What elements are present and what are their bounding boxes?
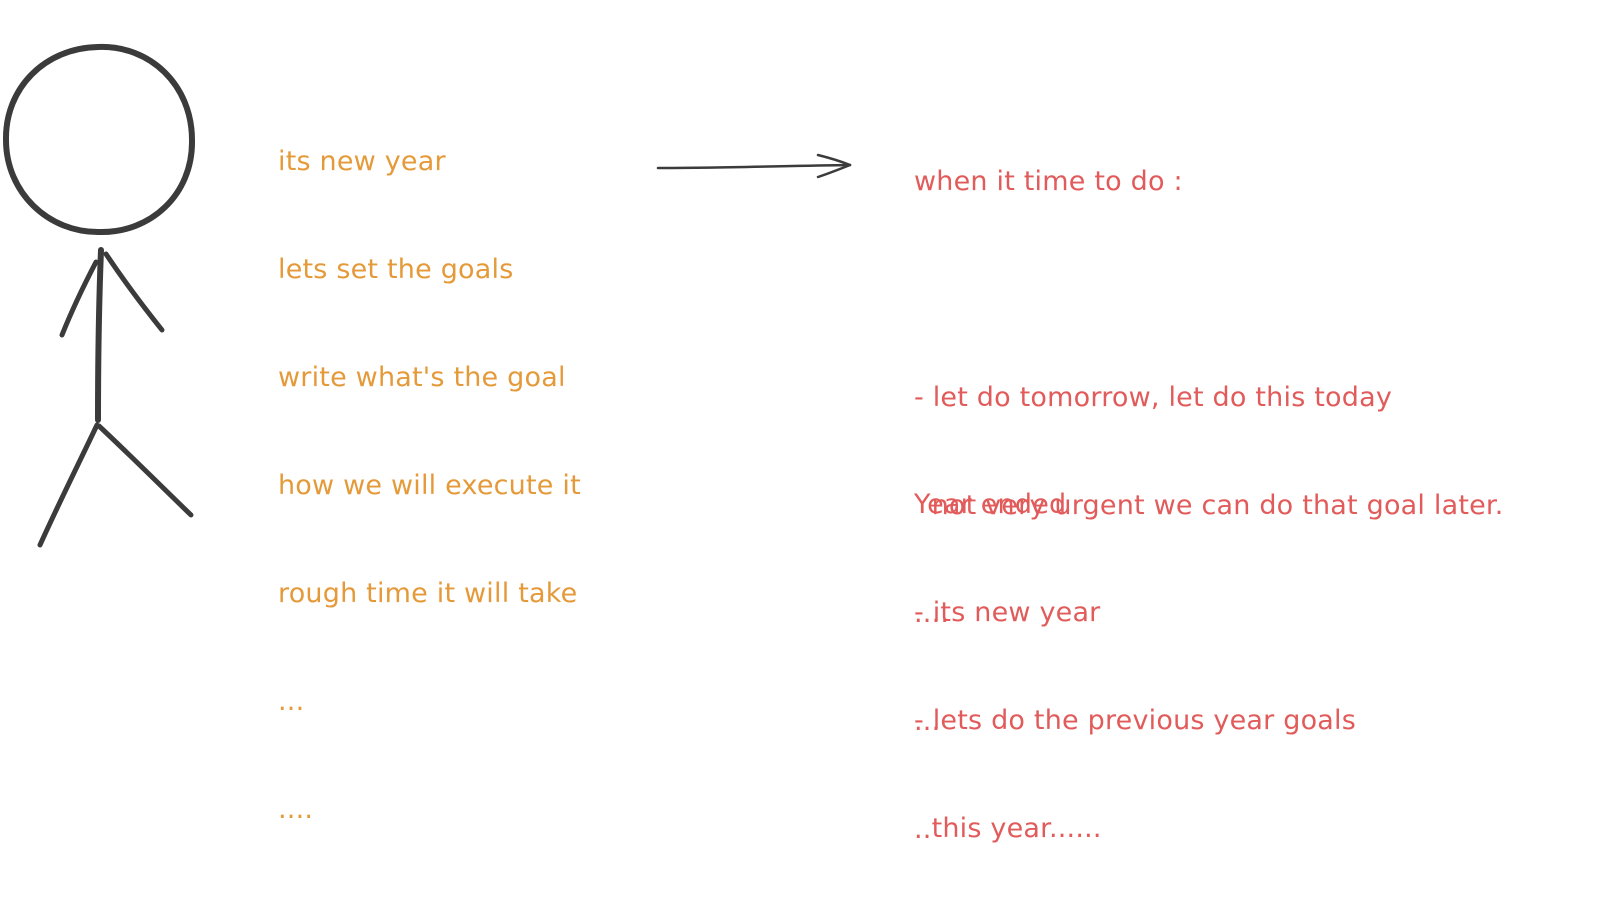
year-ended-note: Year ended - its new year - lets do the … [914, 415, 1356, 919]
note-line: ... [278, 686, 305, 717]
stick-figure-strokes [2, 43, 196, 548]
note-line: - lets do the previous year goals [914, 705, 1357, 736]
arrow-head-bottom [816, 163, 852, 179]
stick-figure-left-arm [59, 259, 99, 338]
note-line: lets set the goals [278, 254, 514, 285]
stick-figure-head [2, 43, 196, 236]
note-line: .... [278, 794, 314, 825]
arrow-right-icon [656, 153, 852, 179]
stick-figure-left-leg [37, 422, 100, 548]
note-line: this year...... [914, 813, 1102, 844]
note-line: rough time it will take [278, 578, 578, 609]
arrow-shaft [656, 163, 852, 170]
note-line: its new year [278, 146, 446, 177]
procrastination-note: when it time to do : - let do tomorrow, … [914, 92, 1504, 920]
stick-figure-icon [2, 43, 196, 548]
stick-figure-right-arm [103, 251, 165, 333]
note-line: Year ended [914, 489, 1067, 520]
note-line: when it time to do : [914, 166, 1183, 197]
stick-figure-right-leg [96, 423, 194, 518]
note-line [914, 272, 1504, 308]
note-line: - its new year [914, 597, 1101, 628]
note-line: not very urgent we can do that goal late… [914, 490, 1504, 521]
note-line: .... [914, 598, 950, 629]
whiteboard-canvas: its new year lets set the goals write wh… [2, 43, 1503, 845]
stick-figure-body [95, 247, 104, 423]
note-line: - let do tomorrow, let do this today [914, 382, 1393, 413]
arrow-head-top [816, 153, 852, 167]
note-line: write what's the goal [278, 362, 566, 393]
note-line: how we will execute it [278, 470, 581, 501]
new-year-goals-note: its new year lets set the goals write wh… [278, 72, 581, 900]
